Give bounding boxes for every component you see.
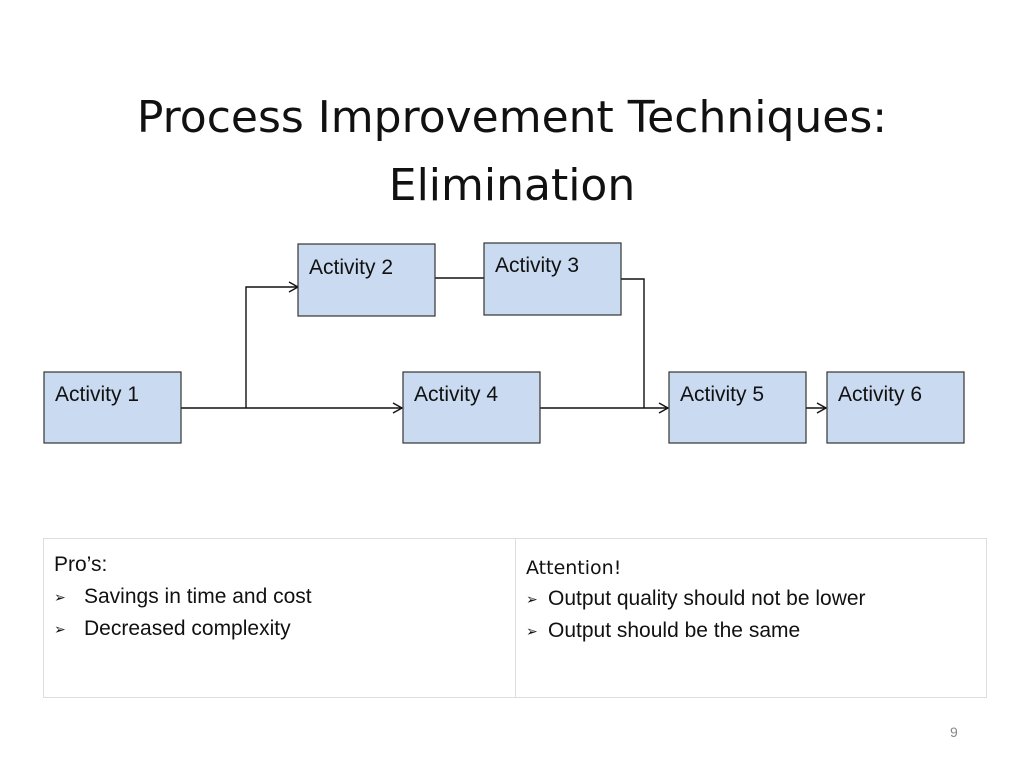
list-item: ➢ Output should be the same	[526, 615, 976, 647]
activity-4-label: Activity 4	[414, 383, 498, 406]
activity-6-label: Activity 6	[838, 383, 922, 406]
list-item: ➢ Decreased complexity	[54, 613, 505, 645]
list-item: ➢ Output quality should not be lower	[526, 583, 976, 615]
activity-6-box	[826, 371, 965, 444]
attention-cell: Attention! ➢ Output quality should not b…	[516, 539, 986, 697]
activity-1-label: Activity 1	[55, 383, 139, 406]
slide-title: Process Improvement Techniques: Eliminat…	[0, 84, 1024, 220]
pros-cell: Pro’s: ➢ Savings in time and cost ➢ Decr…	[44, 539, 516, 697]
activity-5-box	[668, 371, 807, 444]
page-number: 9	[950, 724, 958, 740]
pros-heading: Pro’s:	[54, 553, 108, 576]
activity-2-box	[297, 243, 436, 317]
attention-item-1: Output quality should not be lower	[548, 587, 866, 610]
activity-2-label: Activity 2	[309, 256, 393, 279]
attention-list: ➢ Output quality should not be lower ➢ O…	[526, 583, 976, 647]
attention-item-2: Output should be the same	[548, 619, 801, 642]
arrow-bullet-icon: ➢	[526, 623, 538, 639]
connector-3-to-5	[621, 278, 645, 408]
arrow-bullet-icon: ➢	[54, 621, 66, 637]
pros-item-1: Savings in time and cost	[84, 585, 312, 608]
arrow-bullet-icon: ➢	[526, 591, 538, 607]
activity-1-box	[43, 371, 182, 444]
pros-item-2: Decreased complexity	[84, 617, 291, 640]
activity-5-label: Activity 5	[680, 383, 764, 406]
title-line-1: Process Improvement Techniques:	[136, 92, 888, 143]
activity-3-box	[483, 242, 622, 316]
activity-4-box	[402, 371, 541, 444]
pros-list: ➢ Savings in time and cost ➢ Decreased c…	[54, 581, 505, 645]
pros-attention-table: Pro’s: ➢ Savings in time and cost ➢ Decr…	[43, 538, 987, 698]
attention-heading: Attention!	[526, 557, 622, 579]
title-line-2: Elimination	[388, 160, 636, 211]
activity-3-label: Activity 3	[495, 254, 579, 277]
connector-1-to-2	[245, 281, 300, 408]
arrow-bullet-icon: ➢	[54, 589, 66, 605]
list-item: ➢ Savings in time and cost	[54, 581, 505, 613]
